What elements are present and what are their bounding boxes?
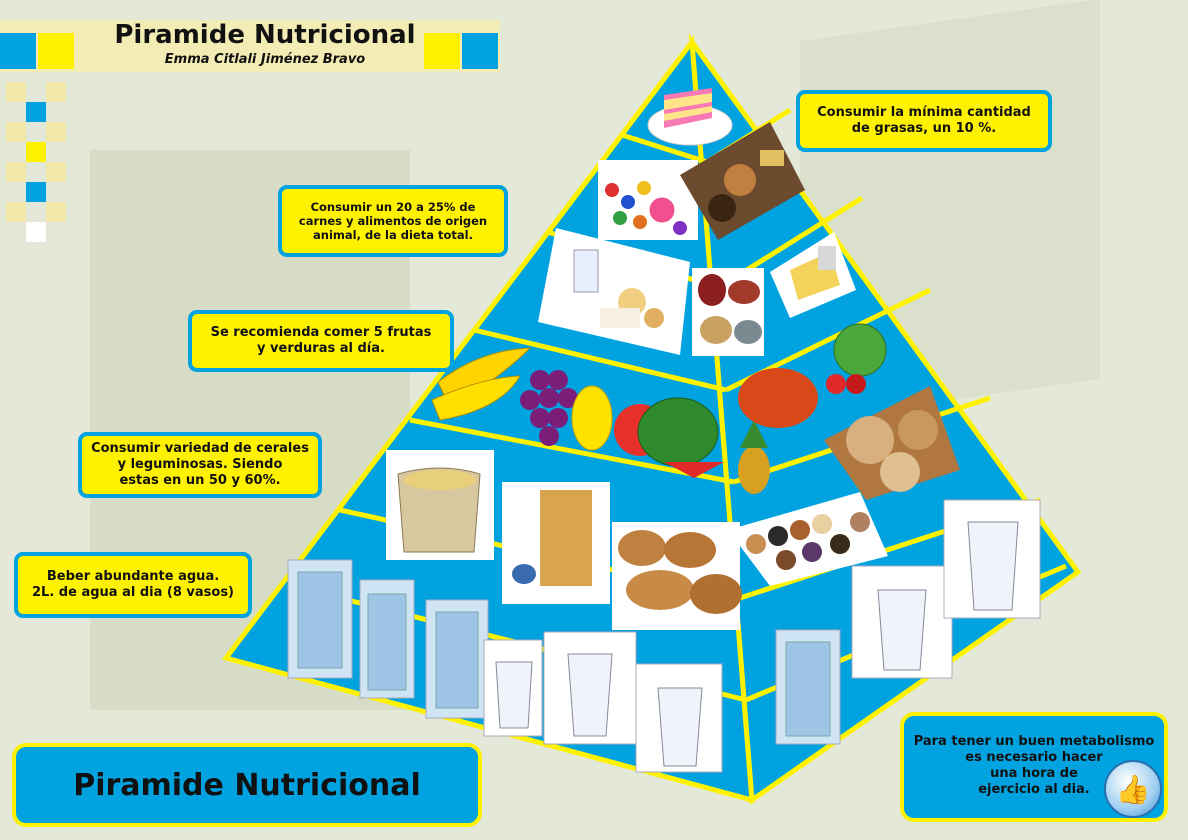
fast-food-image (680, 122, 805, 240)
header-square (462, 33, 498, 69)
meat-note: Consumir un 20 a 25% de carnes y aliment… (278, 185, 508, 257)
header-square (424, 33, 460, 69)
cheese-image (770, 232, 856, 318)
cereal-image (502, 482, 610, 604)
bread-image (612, 522, 742, 630)
header-square (0, 33, 36, 69)
water-glass-icon (943, 499, 1041, 619)
legumes-image (824, 386, 960, 500)
water-glass-icon (483, 639, 543, 737)
fruits-image (431, 323, 887, 494)
water-glass-icon (287, 559, 353, 679)
exercise-text: Para tener un buen metabolismo es necesa… (913, 734, 1155, 797)
water-glasses (287, 499, 1041, 773)
header-square (38, 33, 74, 69)
fats-note: Consumir la mínima cantidad de grasas, u… (796, 90, 1052, 152)
water-glass-icon (543, 631, 637, 745)
dairy-image (538, 228, 690, 355)
water-glass-icon (635, 663, 723, 773)
meat-image (692, 268, 764, 356)
cereals-note: Consumir variedad de cerales y leguminos… (78, 432, 322, 498)
water-glass-icon (359, 579, 415, 699)
seeds-image (728, 492, 888, 586)
sweets-image (598, 160, 698, 240)
page-title: Piramide Nutricional (114, 20, 416, 50)
grain-sacks-image (386, 450, 494, 560)
pyramid-banner: Piramide Nutricional (12, 743, 482, 827)
fruits-note: Se recomienda comer 5 frutas y verduras … (188, 310, 454, 372)
author-name: Emma Citlali Jiménez Bravo (164, 52, 366, 67)
cake-image (647, 88, 733, 146)
water-glass-icon (851, 565, 953, 679)
water-glass-icon (775, 629, 841, 745)
water-note: Beber abundante agua. 2L. de agua al dia… (14, 552, 252, 618)
header-band (0, 20, 500, 72)
water-glass-icon (425, 599, 489, 719)
thumbs-up-icon[interactable]: 👍 (1104, 760, 1162, 818)
exercise-panel: Para tener un buen metabolismo es necesa… (900, 712, 1168, 822)
